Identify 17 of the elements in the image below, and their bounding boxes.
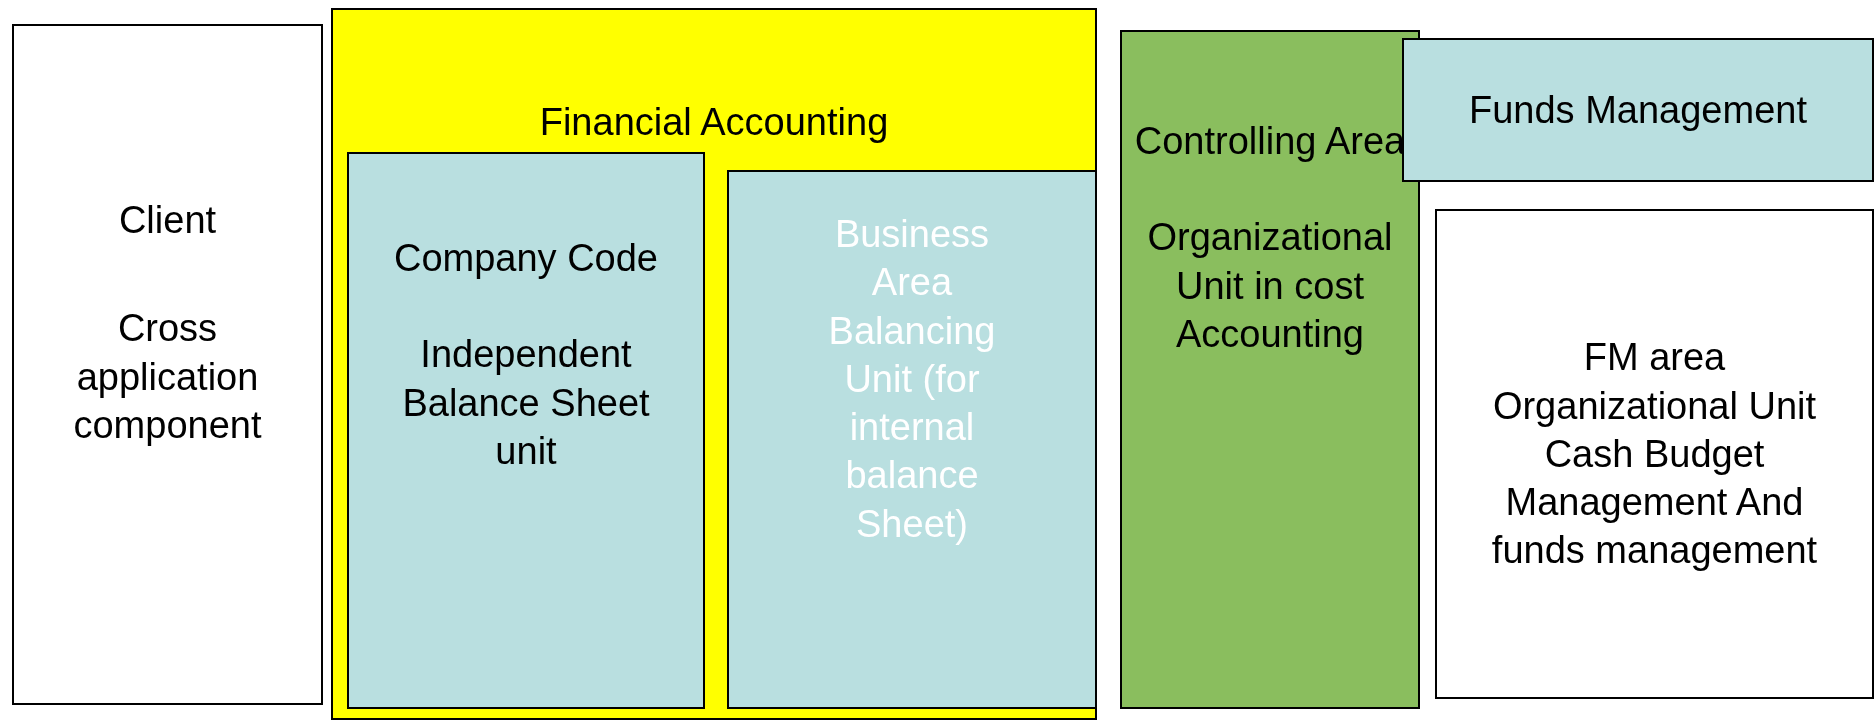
node-label: FM area Organizational Unit Cash Budget Management And funds management [1490,335,1819,574]
node-label: Independent Balance Sheet unit [401,332,651,474]
business-area-box [727,170,1097,709]
funds-management-box [1402,38,1874,182]
node-label: Client [118,198,217,243]
financial-accounting-panel [331,8,1097,720]
node-label: Financial Accounting [538,100,890,145]
node-label: Controlling Area [1134,119,1406,164]
node-label: Organizational Unit in cost Accounting [1146,215,1394,357]
node-label: Company Code [393,236,658,281]
node-label: Funds Management [1469,87,1807,133]
node-label: Cross application component [72,306,263,448]
fm-area-box [1435,209,1874,699]
controlling-area-box [1120,30,1420,709]
node-label: Business Area Balancing Unit (for internal balance Sheet) [827,212,997,547]
company-code-box [347,152,705,709]
client-box [12,24,323,705]
